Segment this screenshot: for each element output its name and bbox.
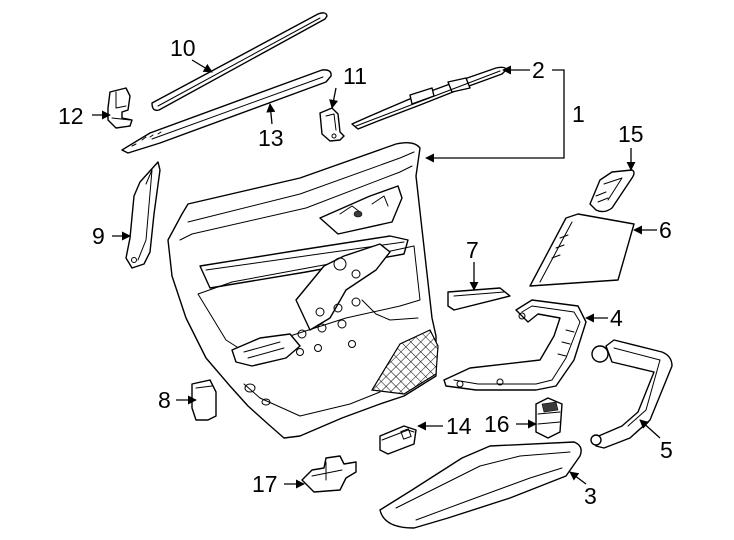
- callout-15: 15: [618, 121, 644, 147]
- callout-2: 2: [532, 57, 545, 83]
- part-2-inner-handle-strip: [351, 66, 507, 130]
- part-1-door-trim-panel: [167, 141, 439, 439]
- part-9-corner-trim: [125, 161, 161, 269]
- callout-14: 14: [446, 413, 472, 439]
- callout-7: 7: [466, 237, 479, 263]
- callout-9: 9: [92, 223, 105, 249]
- part-6-trim-insert: [529, 213, 635, 287]
- callout-8: 8: [158, 387, 171, 413]
- leader-10: [191, 59, 213, 73]
- part-16-window-switch: [535, 397, 563, 439]
- callout-12: 12: [58, 103, 84, 129]
- part-5-pull-handle-rod: [590, 339, 673, 449]
- leader-13: [266, 103, 276, 125]
- part-12-clip: [107, 87, 133, 129]
- part-10-belt-weatherstrip: [151, 12, 328, 112]
- part-17-bracket: [301, 455, 357, 493]
- callout-4: 4: [610, 305, 623, 331]
- leader-3: [569, 471, 587, 485]
- leader-lines: [92, 59, 661, 489]
- callout-11: 11: [343, 63, 367, 89]
- leader-5: [639, 419, 661, 439]
- part-11-clip: [319, 107, 345, 142]
- part-3-lower-trim-strip: [379, 441, 582, 529]
- part-7-armrest-pad: [447, 287, 511, 311]
- callout-labels: 1 2 3 4 5 6 7 8 9 10 11 12 13 14 15 16 1…: [58, 35, 673, 509]
- callout-10: 10: [170, 35, 196, 61]
- part-13-inner-belt-seal: [121, 69, 332, 154]
- callout-17: 17: [252, 471, 278, 497]
- callout-13: 13: [258, 125, 284, 151]
- callout-6: 6: [659, 217, 672, 243]
- part-14-connector: [379, 425, 417, 455]
- callout-1-bracket: [425, 69, 565, 163]
- callout-3: 3: [584, 483, 597, 509]
- part-15-switch-bezel: [589, 169, 635, 213]
- callout-5: 5: [660, 437, 673, 463]
- leader-11: [329, 87, 339, 109]
- callout-1: 1: [572, 101, 585, 127]
- part-4-reinforcement-bracket: [443, 299, 587, 391]
- part-8-mounting-clip: [191, 379, 217, 421]
- callout-16: 16: [484, 411, 510, 437]
